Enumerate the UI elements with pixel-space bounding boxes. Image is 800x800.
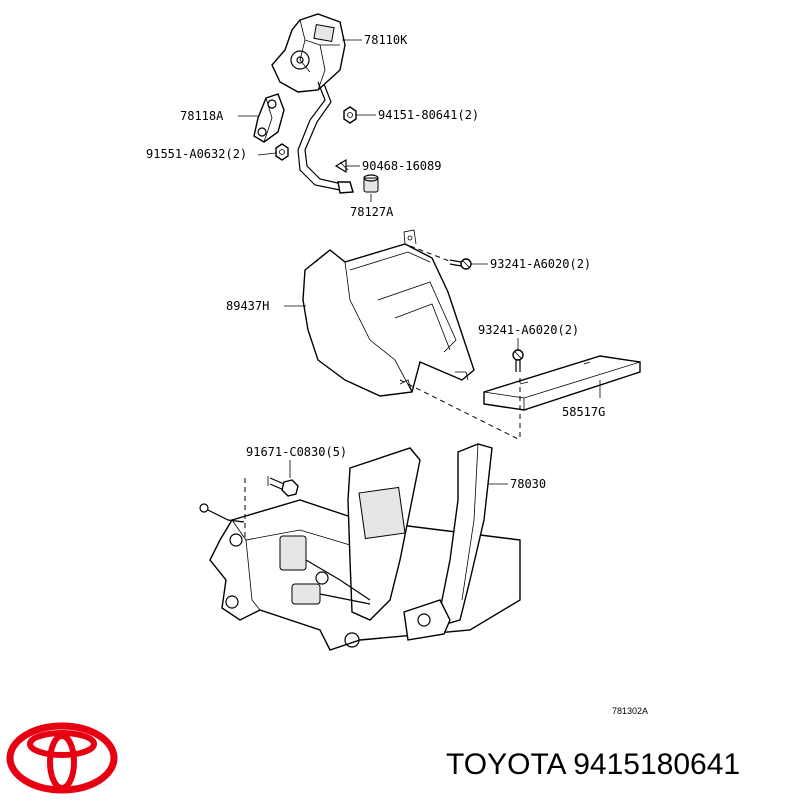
logo-vertical-ring bbox=[47, 733, 77, 791]
bolt bbox=[267, 476, 299, 497]
floor-plate bbox=[483, 355, 641, 411]
leader-lines bbox=[238, 39, 601, 485]
part-label-94151-80641: 94151-80641(2) bbox=[378, 108, 479, 122]
bushing bbox=[363, 174, 379, 193]
part-label-78030: 78030 bbox=[510, 477, 546, 491]
part-label-78118a: 78118A bbox=[180, 109, 224, 123]
accelerator-sensor bbox=[271, 13, 354, 194]
screw bbox=[449, 258, 472, 270]
nut bbox=[343, 106, 357, 124]
part-label-93241-a6020-top: 93241-A6020(2) bbox=[490, 257, 591, 271]
pedal-cover bbox=[302, 229, 475, 397]
bracket bbox=[253, 93, 285, 143]
diagram-reference-code: 781302A bbox=[612, 706, 648, 716]
toyota-logo-icon bbox=[6, 722, 118, 794]
part-label-91551-a0632: 91551-A0632(2) bbox=[146, 147, 247, 161]
part-label-78110k: 78110K bbox=[364, 33, 408, 47]
part-label-91671-c0830: 91671-C0830(5) bbox=[246, 445, 347, 459]
part-label-90468-16089: 90468-16089 bbox=[362, 159, 441, 173]
assembly-guide-lines bbox=[244, 245, 521, 540]
part-label-78127a: 78127A bbox=[350, 205, 394, 219]
part-label-89437h: 89437H bbox=[226, 299, 269, 313]
nut bbox=[275, 143, 289, 161]
part-label-58517g: 58517G bbox=[562, 405, 605, 419]
brand-part-caption: TOYOTA 9415180641 bbox=[446, 748, 740, 781]
screw bbox=[512, 349, 524, 372]
pedal-assembly bbox=[199, 443, 521, 651]
part-label-93241-a6020-lower: 93241-A6020(2) bbox=[478, 323, 579, 337]
